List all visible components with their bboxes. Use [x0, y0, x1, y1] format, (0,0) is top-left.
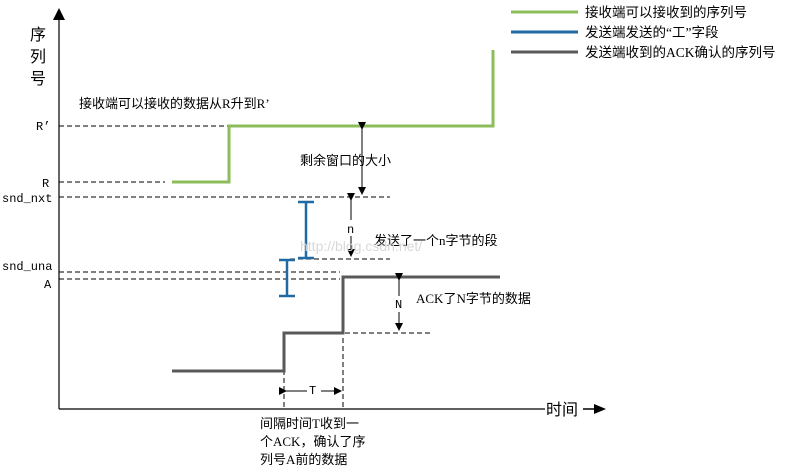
legend-label-sender-segment: 发送端发送的“工”字段	[585, 25, 718, 40]
sent-segment-lower	[279, 258, 295, 298]
t-label: T	[309, 384, 316, 398]
big-n-label: N	[395, 298, 402, 312]
watermark: http://blog.csdn.net/	[300, 238, 422, 254]
big-n-label-backdrop	[392, 296, 406, 312]
tick-r-prime: R’	[36, 120, 50, 134]
window-rise-note: 接收端可以接收的数据从R升到R’	[79, 96, 270, 111]
sent-segment-label: 发送了一个n字节的段	[374, 233, 498, 248]
interval-note-line-3: 列号A前的数据	[260, 452, 347, 467]
n-label: n	[347, 223, 354, 237]
tick-a: A	[44, 278, 52, 292]
x-axis-label: 时间	[546, 401, 578, 419]
legend-label-receiver: 接收端可以接收到的序列号	[585, 4, 747, 20]
ack-n-label: ACK了N字节的数据	[416, 291, 531, 306]
y-axis-label-char-3: 号	[30, 70, 46, 88]
tick-r: R	[42, 177, 49, 191]
y-axis-label-char-1: 序	[30, 26, 46, 44]
ack-sequence-line	[172, 275, 500, 373]
tick-snd-nxt: snd_nxt	[2, 192, 52, 206]
interval-note-line-2: 个ACK，确认了序	[260, 434, 365, 449]
tick-snd-una: snd_una	[2, 260, 52, 274]
sent-segment-upper	[298, 200, 314, 260]
interval-note-line-1: 间隔时间T收到一	[260, 416, 359, 431]
t-label-backdrop	[307, 382, 321, 397]
receiver-window-line	[172, 50, 495, 184]
y-axis-label-char-2: 列	[30, 48, 46, 66]
y-axis-arrow	[53, 8, 65, 20]
legend-label-ack: 发送端收到的ACK确认的序列号	[585, 45, 776, 60]
remaining-window-label: 剩余窗口的大小	[300, 153, 391, 168]
n-label-backdrop	[345, 220, 357, 236]
x-axis-arrow	[594, 404, 606, 414]
